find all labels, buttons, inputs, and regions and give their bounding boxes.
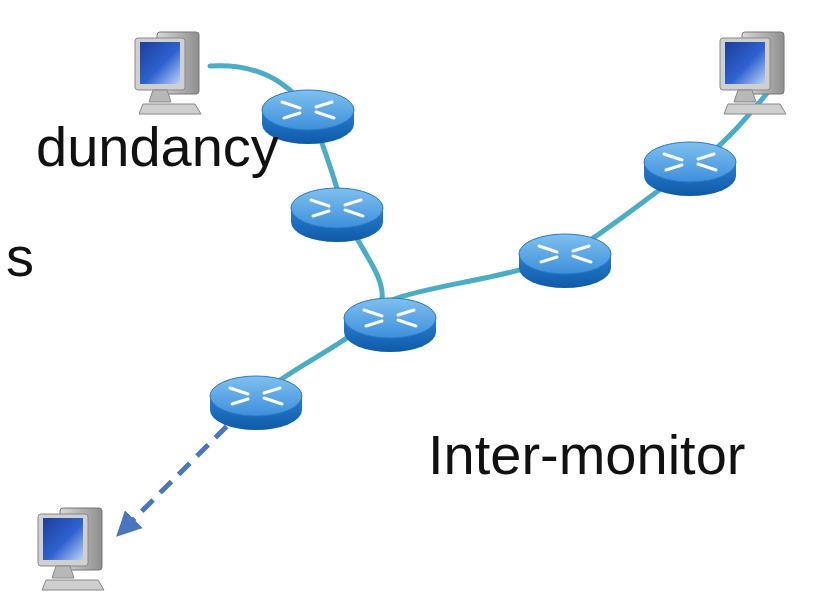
router [344,298,436,352]
dashed-arrow [125,408,245,528]
router [519,234,611,288]
path-line [210,66,778,398]
router [644,142,736,196]
computer [38,508,104,590]
router [210,376,302,430]
slide-text: dundancy [36,116,279,178]
computer [720,32,786,114]
computer [135,32,201,114]
router [291,188,383,242]
slide-text: Inter-monitor [428,424,745,486]
slide-text: s [6,226,34,288]
